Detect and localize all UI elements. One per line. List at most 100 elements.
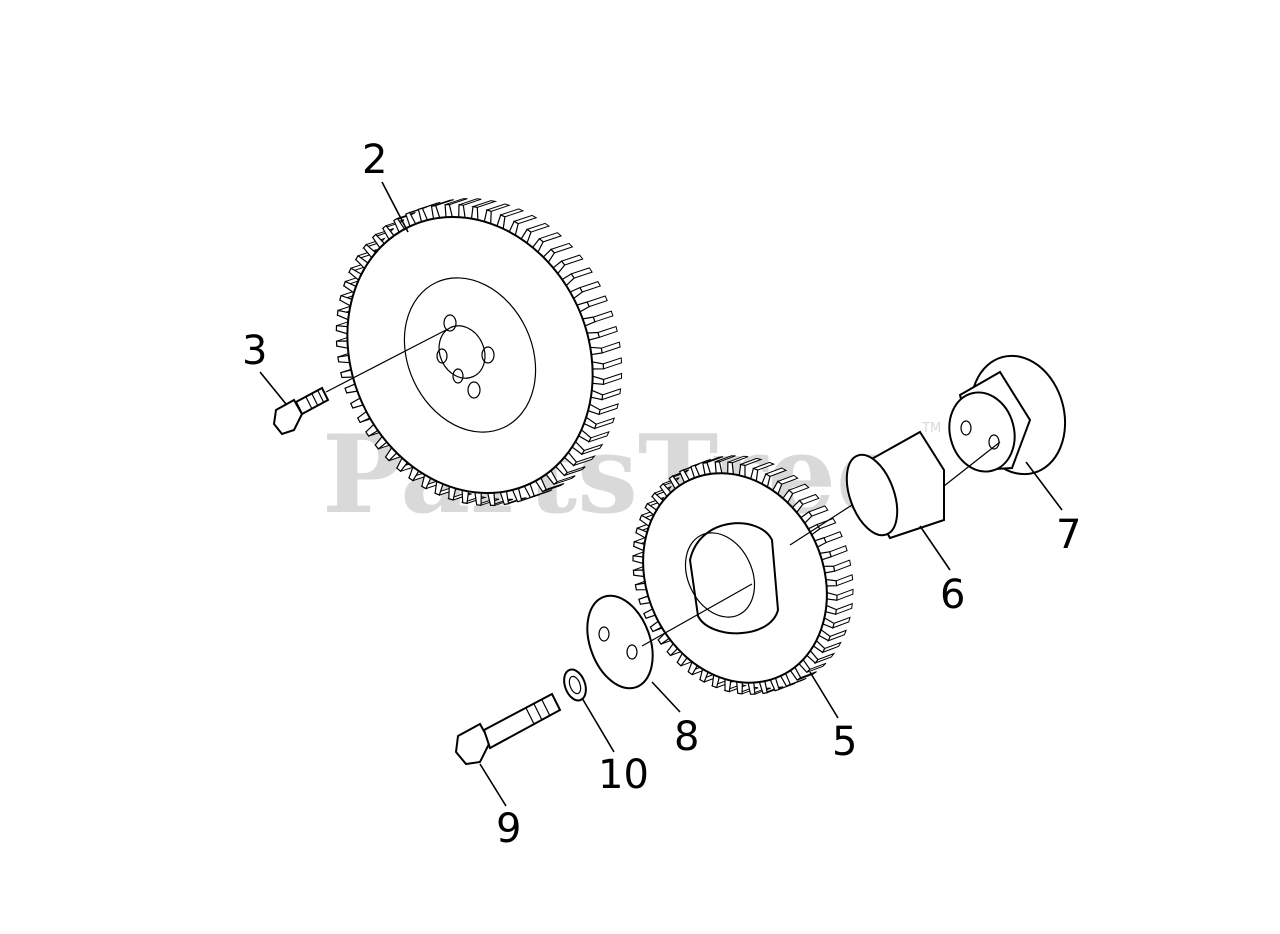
part-3-short-bolt[interactable] bbox=[272, 386, 330, 436]
part-2-large-gear[interactable] bbox=[303, 176, 637, 533]
bolt-3-thread bbox=[305, 396, 313, 410]
sleeve-7-hole bbox=[988, 434, 1000, 450]
bolt-9-thread bbox=[533, 703, 543, 721]
gear-2-bolt-hole bbox=[452, 368, 464, 384]
gear-tooth-side bbox=[525, 222, 551, 233]
plate-8-face bbox=[586, 594, 654, 690]
gear-5-hub bbox=[688, 522, 780, 635]
axis-line-gear-5 bbox=[789, 504, 853, 546]
gear-tooth-side bbox=[827, 629, 847, 642]
part-9-long-bolt[interactable] bbox=[454, 692, 562, 766]
washer-10-inner bbox=[568, 675, 582, 695]
leader-2 bbox=[381, 181, 409, 233]
callout-2: 2 bbox=[362, 137, 387, 183]
leader-10 bbox=[581, 697, 615, 753]
gear-tooth bbox=[632, 555, 644, 565]
callout-7: 7 bbox=[1056, 512, 1081, 558]
callout-3: 3 bbox=[242, 328, 267, 374]
gear-tooth bbox=[458, 204, 466, 219]
gear-2-hub-ring bbox=[403, 277, 537, 433]
gear-2-bolt-hole bbox=[436, 348, 448, 364]
bolt-3-thread bbox=[311, 393, 319, 407]
gear-tooth-side bbox=[538, 232, 563, 243]
gear-tooth-side bbox=[828, 545, 848, 558]
leader-9 bbox=[479, 763, 507, 807]
gear-tooth bbox=[591, 361, 605, 370]
plate-8-hole bbox=[626, 644, 638, 660]
sleeve-7-hole bbox=[960, 420, 972, 436]
gear-tooth-side bbox=[821, 641, 842, 654]
watermark-trademark: TM bbox=[921, 421, 941, 436]
plate-8-hole bbox=[598, 626, 610, 642]
gear-tooth-side bbox=[602, 357, 623, 370]
gear-tooth bbox=[747, 681, 756, 695]
axis-line-bolt-3 bbox=[325, 329, 447, 393]
bolt-9-shank bbox=[482, 692, 562, 750]
gear-tooth-side bbox=[550, 242, 574, 254]
gear-2-center-bore bbox=[438, 325, 486, 379]
axis-line-plate-8 bbox=[641, 583, 753, 647]
gear-tooth-side bbox=[592, 310, 614, 323]
bolt-9-thread bbox=[541, 699, 551, 717]
gear-tooth bbox=[335, 340, 349, 349]
leader-7 bbox=[1025, 461, 1063, 511]
callout-5: 5 bbox=[832, 719, 857, 765]
part-8-plate[interactable] bbox=[575, 587, 664, 698]
bolt-9-head bbox=[454, 722, 492, 766]
bolt-9-thread bbox=[525, 707, 535, 725]
gear-tooth-side bbox=[597, 325, 618, 338]
leader-lines bbox=[259, 181, 1063, 807]
bolt-3-head bbox=[272, 398, 304, 436]
gear-tooth-side bbox=[806, 662, 827, 673]
gear-tooth-side bbox=[579, 280, 602, 293]
part-10-lock-washer[interactable] bbox=[560, 667, 590, 704]
gear-2-bolt-hole bbox=[443, 314, 457, 332]
leader-3 bbox=[259, 371, 287, 405]
gear-tooth-side bbox=[833, 559, 852, 572]
gear-tooth bbox=[335, 325, 349, 335]
gear-tooth bbox=[591, 375, 605, 385]
gear-2-bolt-hole bbox=[467, 381, 481, 399]
gear-tooth-side bbox=[602, 372, 623, 385]
gear-tooth bbox=[826, 591, 838, 601]
leader-8 bbox=[651, 681, 681, 713]
gear-2-face bbox=[346, 215, 594, 495]
gear-tooth bbox=[444, 203, 454, 218]
leader-6 bbox=[919, 525, 951, 571]
part-6-bushing[interactable] bbox=[837, 430, 945, 542]
axis-line-sleeve-7 bbox=[943, 441, 1001, 487]
gear-tooth-side bbox=[499, 208, 525, 218]
gear-tooth-side bbox=[832, 616, 851, 629]
bushing-6-end bbox=[845, 453, 899, 537]
callout-6: 6 bbox=[940, 572, 965, 618]
washer-10-outer bbox=[563, 668, 587, 702]
gear-tooth bbox=[430, 204, 441, 220]
leader-5 bbox=[809, 671, 839, 719]
callout-8: 8 bbox=[674, 714, 699, 760]
gear-tooth bbox=[825, 578, 838, 587]
sleeve-7-face bbox=[948, 391, 1016, 473]
gear-tooth-side bbox=[601, 388, 622, 401]
gear-tooth-side bbox=[485, 203, 511, 212]
gear-tooth-side bbox=[570, 267, 593, 279]
gear-tooth-side bbox=[813, 652, 836, 665]
gear-tooth bbox=[727, 461, 735, 475]
gear-tooth bbox=[735, 681, 743, 695]
assembly-axis-lines bbox=[325, 329, 1001, 647]
part-5-gear-with-hub[interactable] bbox=[610, 443, 861, 713]
gear-tooth-side bbox=[836, 588, 854, 601]
gear-tooth-side bbox=[835, 574, 854, 587]
gear-tooth-side bbox=[512, 214, 538, 225]
gear-5-bore bbox=[684, 532, 756, 618]
callout-labels: 2 3 5 6 7 8 9 10 bbox=[242, 137, 1081, 852]
gear-tooth-side bbox=[600, 341, 621, 354]
gear-tooth-side bbox=[471, 200, 498, 208]
gear-tooth bbox=[632, 569, 645, 578]
part-7-flanged-sleeve[interactable] bbox=[941, 345, 1078, 485]
bolt-3-thread bbox=[317, 390, 325, 404]
gear-tooth-side bbox=[835, 602, 853, 616]
callout-9: 9 bbox=[496, 806, 521, 852]
gear-tooth-side bbox=[560, 254, 584, 266]
gear-2-bolt-hole bbox=[481, 346, 495, 364]
